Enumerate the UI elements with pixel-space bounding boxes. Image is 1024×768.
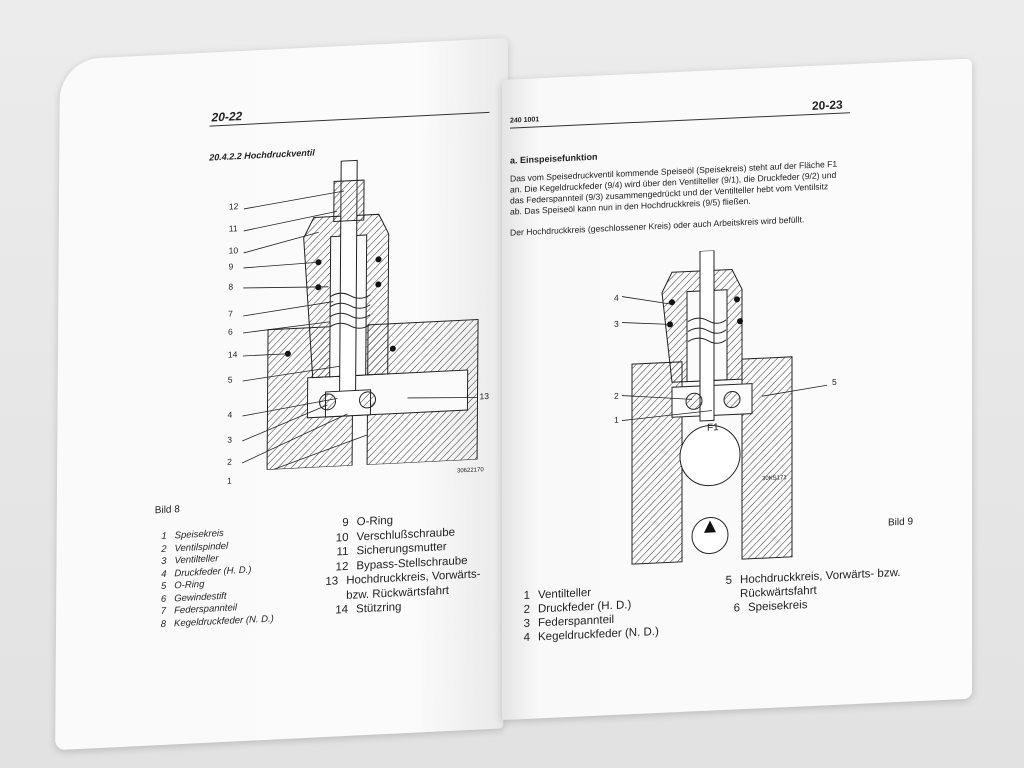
callout-1: 1: [614, 414, 619, 425]
callout-5: 5: [227, 374, 233, 385]
callout-3: 3: [614, 318, 619, 329]
callout-3: 3: [227, 434, 233, 445]
callout-6: 6: [228, 326, 233, 337]
figure-id: 30KS171: [762, 475, 787, 483]
callout-9: 9: [228, 261, 234, 272]
page-number: 20-22: [211, 109, 243, 125]
callout-13: 13: [479, 390, 490, 402]
callout-4: 4: [614, 292, 619, 303]
right-page: 240 1001 20-23 a. Einspeisefunktion Das …: [502, 58, 972, 721]
figure-id: 30622170: [456, 467, 484, 475]
callout-12: 12: [228, 201, 239, 212]
callout-4: 4: [227, 409, 233, 420]
header-rule: [510, 112, 850, 129]
document-code: 240 1001: [510, 116, 540, 125]
callout-14: 14: [227, 349, 238, 360]
area-label-f1: F1: [707, 422, 719, 434]
header-rule: [209, 111, 490, 127]
callout-1: 1: [226, 475, 232, 486]
page-number: 20-23: [812, 97, 843, 113]
callout-5: 5: [832, 376, 837, 388]
paragraph-2: Der Hochdruckkreis (geschlossener Kreis)…: [510, 214, 805, 238]
section-heading: a. Einspeisefunktion: [510, 151, 598, 166]
callout-2: 2: [614, 390, 619, 401]
callout-11: 11: [228, 223, 238, 234]
valve-detail-drawing: [621, 249, 828, 565]
figure-caption: Bild 8: [154, 504, 180, 517]
callout-10: 10: [228, 245, 239, 256]
valve-cross-section-drawing: [241, 159, 479, 473]
paragraph-1: Das vom Speisedruckventil kommende Speis…: [510, 158, 838, 217]
callout-2: 2: [227, 456, 232, 467]
left-page: 20-22 20.4.2.2 Hochdruckventil: [55, 38, 508, 751]
callout-7: 7: [228, 308, 233, 319]
figure-caption: Bild 9: [888, 516, 914, 529]
callout-8: 8: [228, 281, 234, 292]
